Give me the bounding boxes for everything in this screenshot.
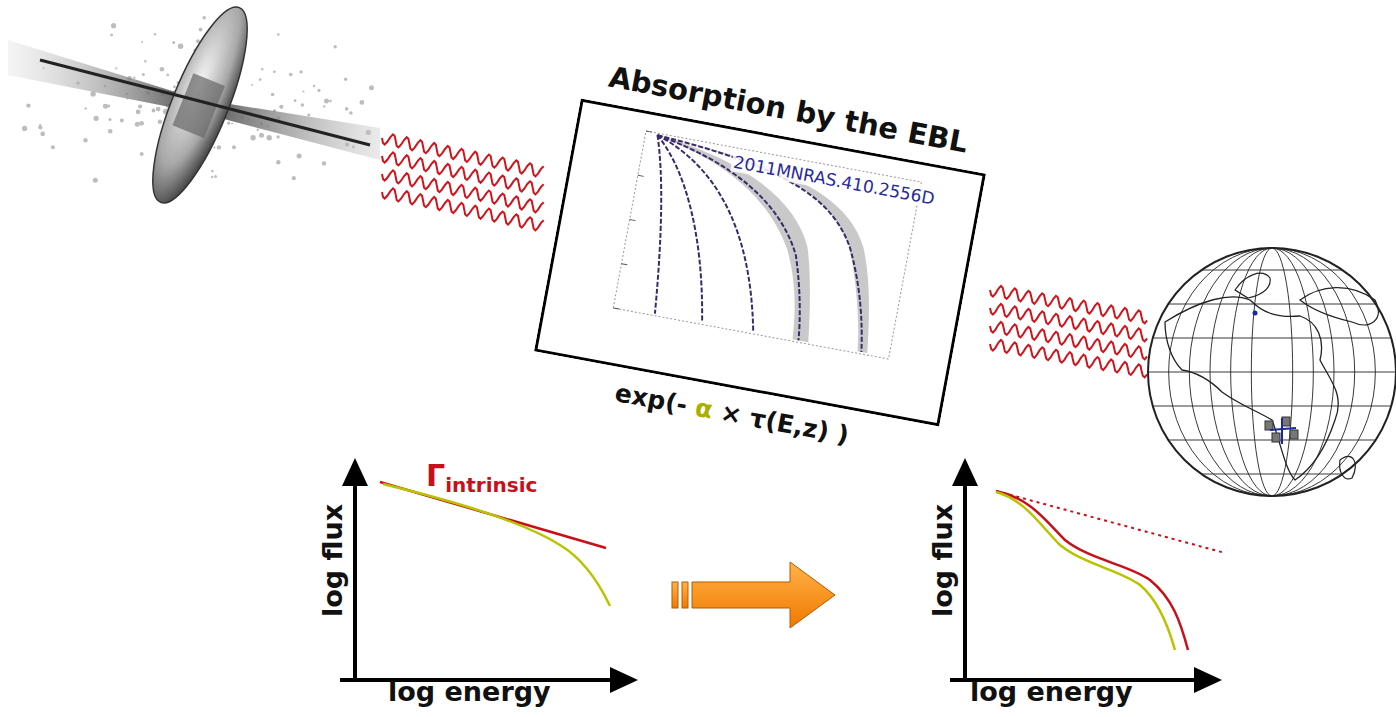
alpha-symbol: α — [693, 393, 715, 425]
gamma-subscript: intrinsic — [445, 473, 537, 497]
gamma-symbol: Γ — [426, 458, 445, 493]
axis-label: log flux — [318, 503, 349, 616]
axis-label: log energy — [970, 676, 1133, 707]
axis-label: log energy — [388, 676, 551, 707]
gamma-intrinsic: Γintrinsic — [426, 458, 537, 493]
formula-part: exp(- — [613, 378, 690, 420]
axis-label: log flux — [928, 503, 959, 616]
absorption-box: Absorption by the EBL2011MNRAS.410.2556D… — [534, 99, 986, 427]
